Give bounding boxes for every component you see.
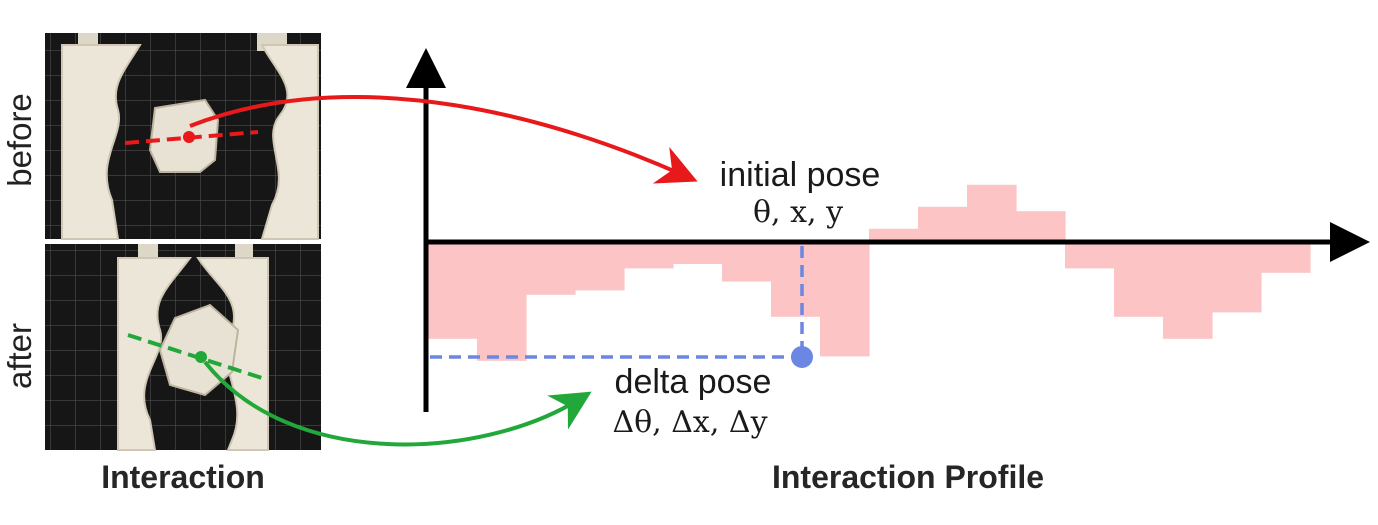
profile-step (1114, 242, 1164, 317)
profile-step (477, 242, 527, 361)
interaction-profile-caption: Interaction Profile (772, 459, 1044, 495)
profile-step (1016, 211, 1066, 242)
profile-step (526, 242, 576, 295)
delta-pose-symbols: Δθ, Δx, Δy (612, 405, 767, 440)
delta-pose-title: delta pose (615, 363, 772, 401)
before-label: before (1, 93, 38, 187)
profile-step (918, 206, 968, 242)
delta-marker (791, 346, 813, 368)
delta-pose-arrow (203, 360, 592, 447)
initial-pose-symbols: θ, x, y (753, 195, 843, 230)
profile-step (1065, 242, 1115, 269)
profile-step (820, 242, 870, 357)
profile-step (771, 242, 821, 317)
profile-step (722, 242, 772, 282)
profile-step (1212, 242, 1262, 313)
initial-pose-title: initial pose (720, 156, 881, 194)
after-label: after (1, 323, 38, 389)
interaction-caption: Interaction (101, 459, 265, 495)
profile-step (575, 242, 625, 291)
profile-step (1163, 242, 1213, 339)
profile-step (624, 242, 674, 269)
profile-step (869, 228, 919, 242)
initial-pose-arrow (189, 95, 698, 184)
profile-steps (428, 184, 1311, 361)
before-photo (45, 33, 321, 240)
profile-step (1261, 242, 1311, 273)
profile-step (967, 184, 1017, 242)
profile-step (428, 242, 478, 339)
profile-step (673, 242, 723, 264)
